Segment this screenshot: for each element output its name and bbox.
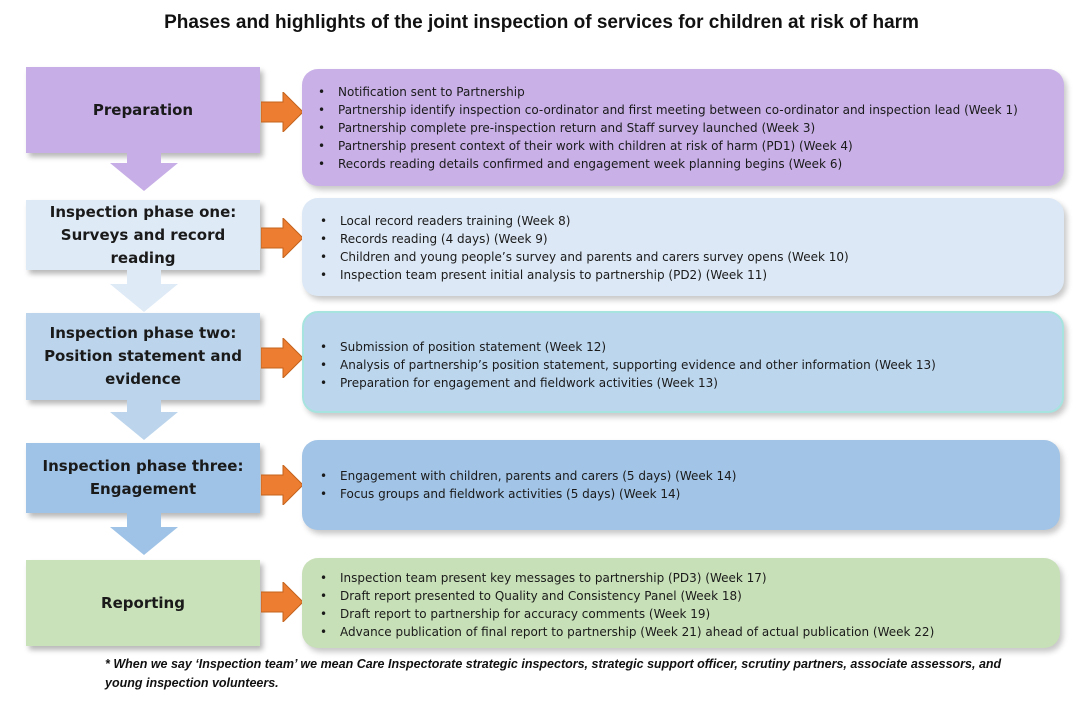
down-arrow-icon	[110, 145, 178, 191]
phase-label: evidence	[105, 370, 181, 388]
list-item: Partnership complete pre-inspection retu…	[318, 119, 1064, 137]
list-item: Preparation for engagement and fieldwork…	[320, 374, 1062, 392]
phase-details-inspection-phase-two: Submission of position statement (Week 1…	[302, 311, 1064, 413]
list-item: Records reading (4 days) (Week 9)	[320, 230, 1064, 248]
footnote: * When we say ‘Inspection team’ we mean …	[105, 657, 1002, 690]
list-item: Partnership present context of their wor…	[318, 137, 1064, 155]
right-arrow-icon	[260, 90, 304, 134]
list-item: Focus groups and fieldwork activities (5…	[320, 485, 1060, 503]
list-item: Children and young people’s survey and p…	[320, 248, 1064, 266]
list-item: Submission of position statement (Week 1…	[320, 338, 1062, 356]
list-item: Notification sent to Partnership	[318, 83, 1064, 101]
right-arrow-icon	[260, 216, 304, 260]
down-arrow-icon	[110, 396, 178, 440]
down-arrow-icon	[110, 268, 178, 312]
phase-label: Position statement and	[44, 347, 242, 365]
phase-details-inspection-phase-one: Local record readers training (Week 8) R…	[302, 198, 1064, 296]
list-item: Records reading details confirmed and en…	[318, 155, 1064, 173]
list-item: Draft report presented to Quality and Co…	[320, 587, 1060, 605]
list-item: Analysis of partnership’s position state…	[320, 356, 1062, 374]
phase-label: Inspection phase one:	[49, 202, 237, 221]
right-arrow-icon	[260, 336, 304, 380]
list-item: Inspection team present initial analysis…	[320, 266, 1064, 284]
list-item: Local record readers training (Week 8)	[320, 212, 1064, 230]
list-item: Partnership identify inspection co-ordin…	[318, 101, 1064, 119]
phase-label: Reporting	[101, 593, 185, 612]
diagram-title: Phases and highlights of the joint inspe…	[164, 12, 919, 33]
list-item: Engagement with children, parents and ca…	[320, 467, 1060, 485]
phase-box-inspection-phase-three: Inspection phase three: Engagement	[26, 443, 260, 513]
phase-box-inspection-phase-one: Inspection phase one: Surveys and record…	[26, 200, 260, 270]
down-arrow-icon	[110, 511, 178, 555]
phase-details-reporting: Inspection team present key messages to …	[302, 558, 1060, 648]
phase-details-inspection-phase-three: Engagement with children, parents and ca…	[302, 440, 1060, 530]
right-arrow-icon	[260, 463, 304, 507]
phase-details-preparation: Notification sent to Partnership Partner…	[302, 69, 1064, 186]
list-item: Inspection team present key messages to …	[320, 569, 1060, 587]
right-arrow-icon	[260, 580, 304, 624]
phase-label: Inspection phase three:	[42, 457, 244, 475]
phase-label: Inspection phase two:	[49, 324, 237, 342]
phase-label: Engagement	[89, 480, 197, 498]
phase-box-reporting: Reporting	[26, 560, 260, 646]
phase-box-preparation: Preparation	[26, 67, 260, 153]
phase-label: Surveys and record reading	[60, 225, 226, 267]
phase-label: Preparation	[92, 100, 194, 119]
phase-box-inspection-phase-two: Inspection phase two: Position statement…	[26, 313, 260, 400]
list-item: Advance publication of final report to p…	[320, 623, 1060, 641]
list-item: Draft report to partnership for accuracy…	[320, 605, 1060, 623]
